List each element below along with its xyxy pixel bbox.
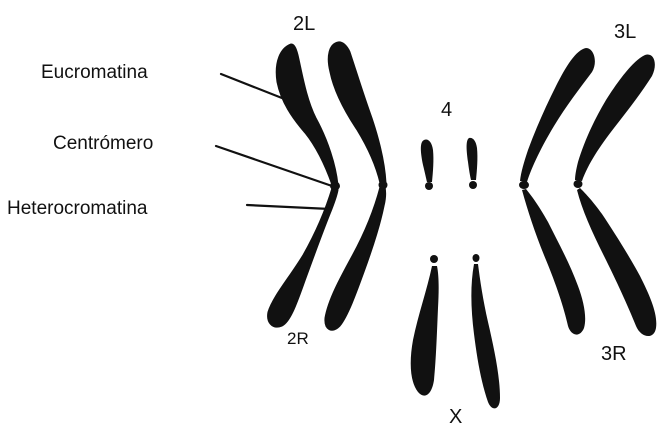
chromosome-3-left-centromere	[519, 181, 529, 189]
chromosome-2-right-2L-arm	[328, 42, 386, 183]
chromosome-4-right	[467, 138, 478, 180]
arm-2R-label: 2R	[287, 330, 309, 347]
chromosome-4-right-tip	[469, 181, 477, 189]
chromosome-x-label: X	[449, 407, 462, 427]
chromosome-2-right-centromere	[379, 181, 387, 189]
centromere-pointer-line	[216, 146, 332, 186]
chromosome-x-right-arm	[471, 264, 500, 408]
chromosome-4	[421, 138, 478, 190]
chromosome-3-left-3R-arm	[522, 189, 585, 335]
arm-2L-label: 2L	[293, 14, 315, 34]
euchromatin-label: Eucromatina	[41, 63, 148, 82]
centromere-label: Centrómero	[53, 134, 153, 153]
heterochromatin-label: Heterocromatina	[7, 199, 147, 218]
chromosome-4-left	[421, 139, 434, 182]
heterochromatin-pointer-line	[247, 205, 330, 209]
arm-3R-label: 3R	[601, 344, 627, 364]
chromosome-x-left-arm	[411, 266, 439, 396]
chromosome-2-right-2R-arm	[325, 187, 386, 330]
chromosome-4-label: 4	[441, 100, 452, 120]
chromosome-x-right-centromere	[473, 254, 480, 262]
chromosome-4-left-tip	[425, 182, 433, 190]
chromosome-2	[268, 42, 387, 330]
arm-3L-label: 3L	[614, 22, 636, 42]
chromosome-x-left-centromere	[430, 255, 438, 263]
chromosome-3-right-centromere	[574, 180, 583, 188]
chromosome-3-right-3R-arm	[577, 188, 656, 336]
chromosome-3	[519, 48, 656, 336]
chromosome-x	[411, 254, 500, 408]
